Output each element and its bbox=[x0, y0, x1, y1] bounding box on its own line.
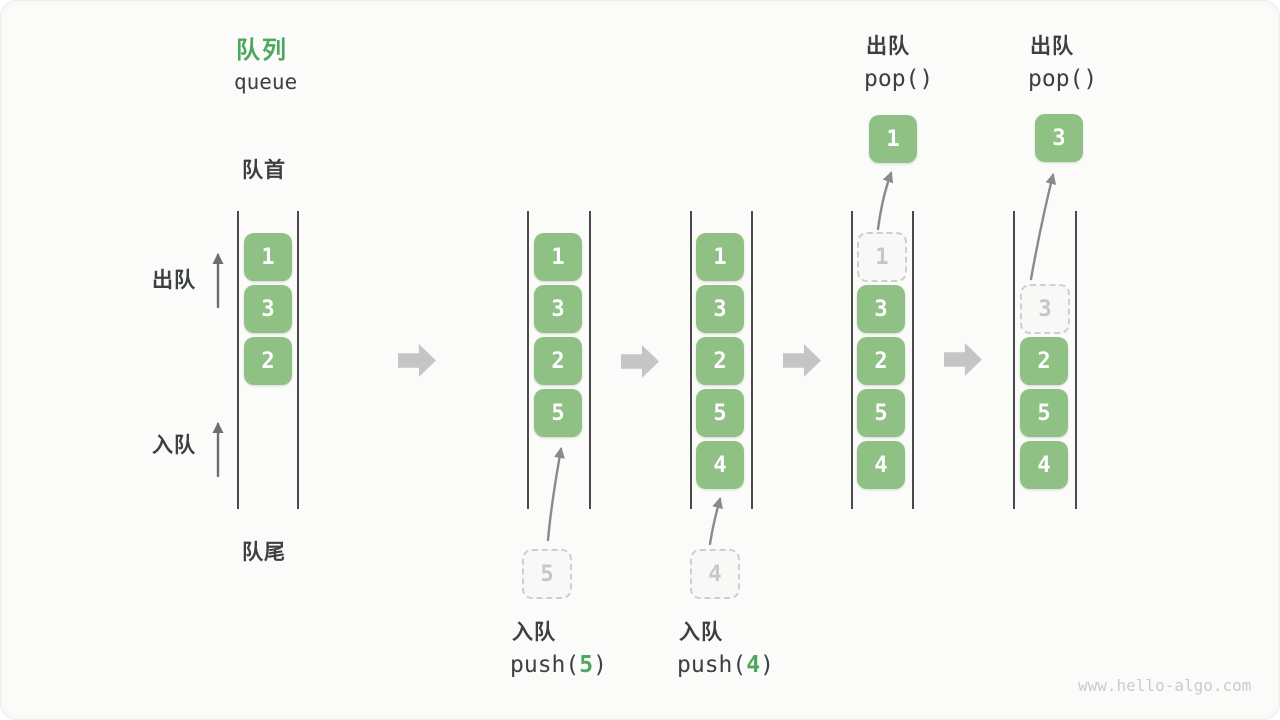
label-enqueue-op: 入队 bbox=[512, 621, 556, 644]
label-pop-code: pop() bbox=[864, 66, 934, 92]
queue-wall bbox=[751, 211, 753, 509]
queue-cell: 2 bbox=[534, 337, 582, 385]
watermark: www.hello-algo.com bbox=[1078, 676, 1252, 695]
queue-cell: 5 bbox=[534, 389, 582, 437]
queue-wall bbox=[851, 211, 853, 509]
queue-cell: 3 bbox=[244, 285, 292, 333]
label-queue-front: 队首 bbox=[242, 159, 286, 182]
queue-cell: 4 bbox=[1020, 441, 1068, 489]
queue-cell: 2 bbox=[696, 337, 744, 385]
queue-wall bbox=[527, 211, 529, 509]
right-arrow-icon bbox=[783, 344, 821, 377]
queue-cell: 5 bbox=[857, 389, 905, 437]
popped-cell: 3 bbox=[1035, 114, 1083, 162]
queue-cell: 3 bbox=[696, 285, 744, 333]
push-code-arg: 5 bbox=[579, 652, 594, 678]
queue-cell: 1 bbox=[534, 233, 582, 281]
queue-wall bbox=[1075, 211, 1077, 509]
pop-arrow bbox=[1029, 173, 1057, 281]
popped-cell: 1 bbox=[869, 115, 917, 163]
label-enqueue-op: 入队 bbox=[679, 621, 723, 644]
queue-cell: 2 bbox=[1020, 337, 1068, 385]
queue-wall bbox=[237, 211, 239, 509]
queue-cell: 2 bbox=[244, 337, 292, 385]
push-arrow bbox=[546, 447, 565, 542]
queue-wall bbox=[690, 211, 692, 509]
label-dequeue-op: 出队 bbox=[866, 35, 910, 58]
queue-cell: 5 bbox=[696, 389, 744, 437]
queue-wall bbox=[912, 211, 914, 509]
label-dequeue-side: 出队 bbox=[152, 269, 196, 292]
label-enqueue-side: 入队 bbox=[152, 434, 196, 457]
queue-wall bbox=[589, 211, 591, 509]
push-code-post: ) bbox=[760, 652, 774, 678]
queue-cell: 3 bbox=[534, 285, 582, 333]
pending-cell: 4 bbox=[690, 549, 740, 599]
queue-wall bbox=[1013, 211, 1015, 509]
label-push-code: push(4) bbox=[677, 652, 774, 678]
push-code-arg: 4 bbox=[746, 652, 761, 678]
queue-cell: 4 bbox=[857, 441, 905, 489]
queue-cell: 4 bbox=[696, 441, 744, 489]
right-arrow-icon bbox=[944, 343, 982, 376]
push-code-pre: push( bbox=[510, 652, 580, 678]
label-queue-rear: 队尾 bbox=[242, 541, 286, 564]
page-subtitle: queue bbox=[234, 70, 298, 94]
right-arrow-icon bbox=[621, 345, 659, 378]
queue-cell: 3 bbox=[857, 285, 905, 333]
queue-cell: 1 bbox=[696, 233, 744, 281]
label-pop-code: pop() bbox=[1028, 66, 1098, 92]
queue-cell: 2 bbox=[857, 337, 905, 385]
queue-cell: 1 bbox=[244, 233, 292, 281]
ghost-cell: 3 bbox=[1020, 284, 1070, 334]
push-arrow bbox=[708, 497, 723, 546]
ghost-cell: 1 bbox=[857, 232, 907, 282]
push-code-pre: push( bbox=[677, 652, 747, 678]
label-push-code: push(5) bbox=[510, 652, 607, 678]
pending-cell: 5 bbox=[522, 549, 572, 599]
right-arrow-icon bbox=[398, 344, 436, 377]
queue-wall bbox=[297, 211, 299, 509]
queue-cell: 5 bbox=[1020, 389, 1068, 437]
pop-arrow bbox=[876, 171, 894, 231]
page-title: 队列 bbox=[236, 37, 288, 64]
push-code-post: ) bbox=[593, 652, 607, 678]
label-dequeue-op: 出队 bbox=[1030, 35, 1074, 58]
